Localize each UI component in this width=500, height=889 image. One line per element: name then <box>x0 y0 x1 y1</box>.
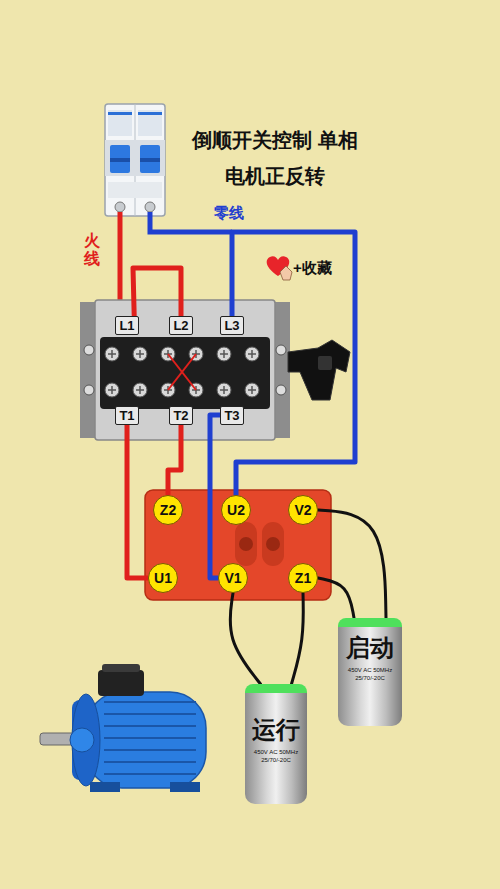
node-label: Z2 <box>160 502 176 518</box>
live-label: 火线 <box>84 232 100 267</box>
wire <box>168 425 181 496</box>
node-label: L1 <box>119 318 134 333</box>
spec-text: 450V AC 50MHz 25/70/-20C <box>249 749 303 764</box>
wire <box>210 415 220 578</box>
motor-terminal: U1 <box>148 563 178 593</box>
capacitor: 启动 450V AC 50MHz 25/70/-20C <box>338 618 402 726</box>
node-label: T1 <box>119 408 134 423</box>
motor-terminal: V1 <box>218 563 248 593</box>
node-label: T3 <box>224 408 239 423</box>
node-label: U1 <box>154 570 172 586</box>
node-label: 运行 <box>252 717 300 743</box>
wire <box>318 510 386 618</box>
switch-terminal: L2 <box>169 316 193 335</box>
switch-terminal: T3 <box>220 406 244 425</box>
motor-terminal: V2 <box>288 495 318 525</box>
node-label: L2 <box>173 318 188 333</box>
wire <box>127 425 148 579</box>
wire <box>133 268 181 316</box>
favorite-label: +收藏 <box>293 259 332 278</box>
circuit-breaker <box>105 104 165 216</box>
node-label: 启动 <box>346 635 394 661</box>
motor-terminal: U2 <box>221 495 251 525</box>
node-label: U2 <box>227 502 245 518</box>
motor-terminal: Z1 <box>288 563 318 593</box>
node-label: V1 <box>224 570 241 586</box>
motor-terminal: Z2 <box>153 495 183 525</box>
wire <box>292 593 304 684</box>
node-label: V2 <box>294 502 311 518</box>
wire <box>318 578 354 618</box>
switch-terminal: L3 <box>220 316 244 335</box>
capacitor: 运行 450V AC 50MHz 25/70/-20C <box>245 684 307 804</box>
switch-terminal: T1 <box>115 406 139 425</box>
switch-terminal: T2 <box>169 406 193 425</box>
neutral-label: 零线 <box>214 204 244 223</box>
reversing-switch <box>80 300 350 440</box>
node-label: L3 <box>224 318 239 333</box>
node-label: T2 <box>173 408 188 423</box>
motor-illustration <box>40 664 206 792</box>
motor-terminal-block <box>145 490 331 600</box>
title: 倒顺开关控制 单相电机正反转 <box>190 122 360 194</box>
wire <box>232 232 355 495</box>
node-label: Z1 <box>295 570 311 586</box>
spec-text: 450V AC 50MHz 25/70/-20C <box>343 667 397 682</box>
wire <box>230 593 260 684</box>
heart-icon <box>267 256 292 280</box>
switch-terminal: L1 <box>115 316 139 335</box>
